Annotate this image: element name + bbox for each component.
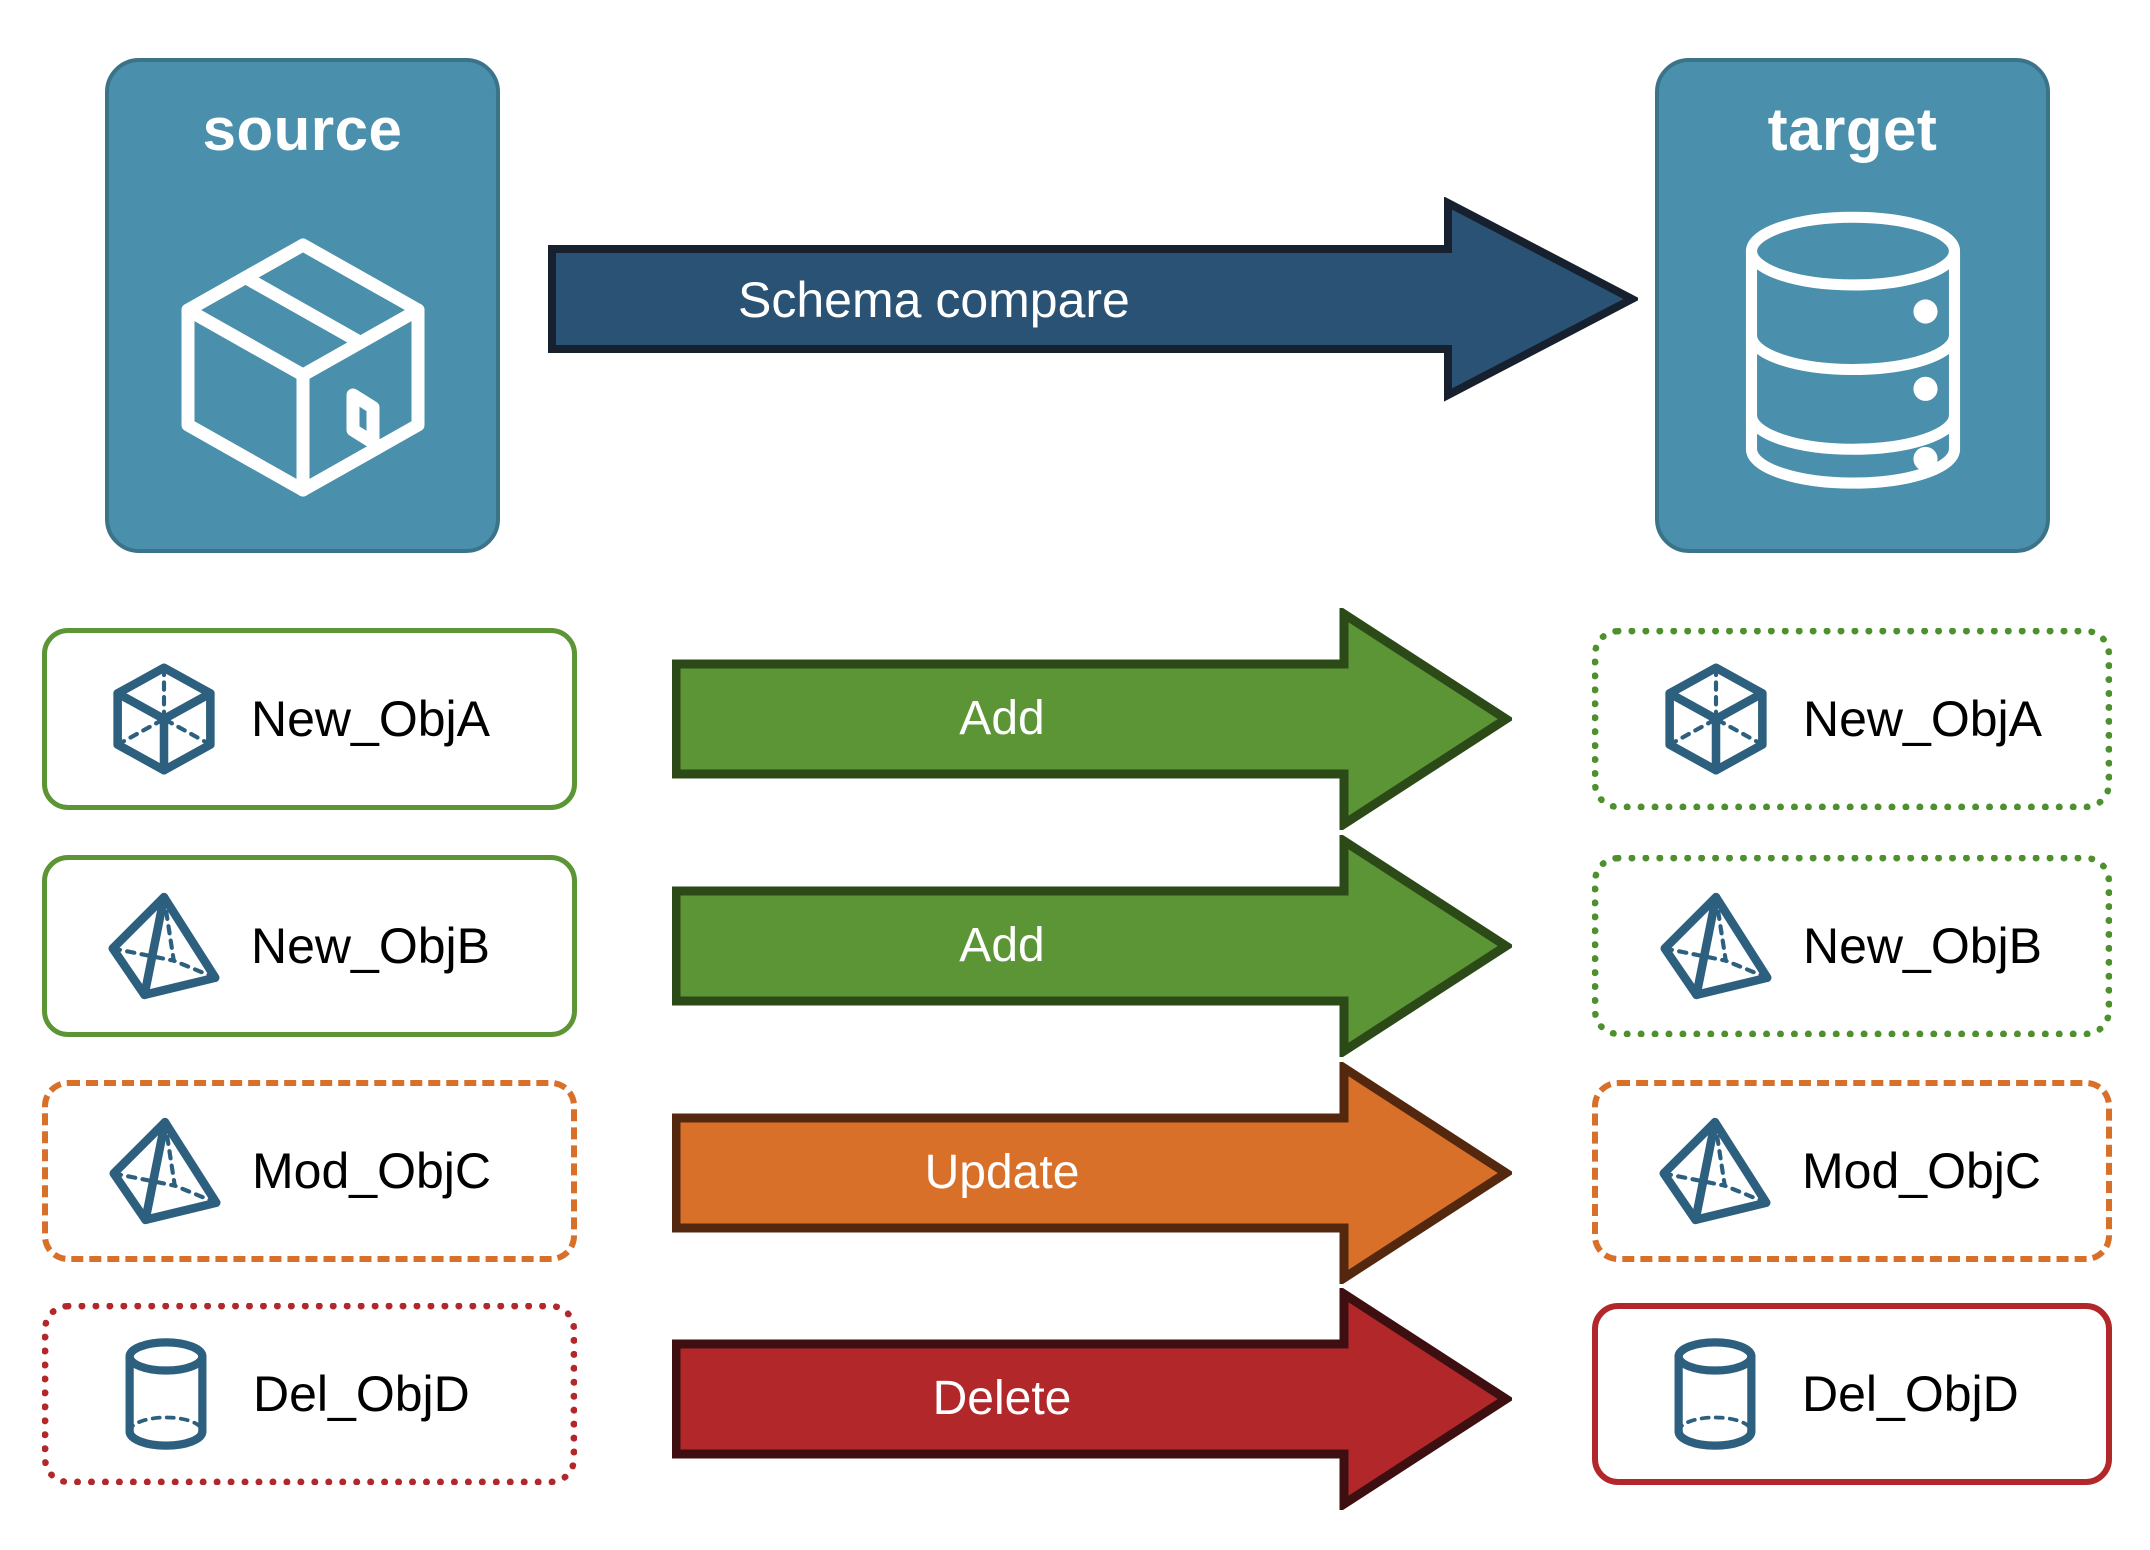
cube-wireframe-icon bbox=[1651, 658, 1781, 780]
target-object-label-1: New_ObjB bbox=[1803, 918, 2042, 974]
target-object-label-0: New_ObjA bbox=[1803, 691, 2042, 747]
endpoint-source[interactable]: source bbox=[105, 58, 500, 553]
source-object-card-2[interactable]: Mod_ObjC bbox=[42, 1080, 577, 1262]
endpoint-source-label: source bbox=[202, 96, 403, 163]
source-object-label-1: New_ObjB bbox=[251, 918, 490, 974]
target-object-card-2[interactable]: Mod_ObjC bbox=[1592, 1080, 2112, 1262]
package-box-icon bbox=[109, 160, 496, 549]
target-object-label-3: Del_ObjD bbox=[1802, 1366, 2019, 1422]
source-object-label-3: Del_ObjD bbox=[253, 1366, 470, 1422]
endpoint-target[interactable]: target bbox=[1655, 58, 2050, 553]
target-object-card-1[interactable]: New_ObjB bbox=[1592, 855, 2112, 1037]
database-cylinder-stack-icon bbox=[1659, 160, 2046, 549]
endpoint-target-label: target bbox=[1767, 96, 1938, 163]
source-object-card-0[interactable]: New_ObjA bbox=[42, 628, 577, 810]
source-object-label-0: New_ObjA bbox=[251, 691, 490, 747]
target-object-label-2: Mod_ObjC bbox=[1802, 1143, 2041, 1199]
pyramid-wireframe-icon bbox=[99, 885, 229, 1007]
source-object-label-2: Mod_ObjC bbox=[252, 1143, 491, 1199]
add-arrow-1[interactable]: Add bbox=[672, 835, 1512, 1057]
target-object-card-3[interactable]: Del_ObjD bbox=[1592, 1303, 2112, 1485]
pyramid-wireframe-icon bbox=[100, 1110, 230, 1232]
update-arrow-2[interactable]: Update bbox=[672, 1062, 1512, 1284]
source-object-card-1[interactable]: New_ObjB bbox=[42, 855, 577, 1037]
cylinder-wireframe-icon bbox=[1650, 1333, 1780, 1455]
pyramid-wireframe-icon bbox=[1651, 885, 1781, 1007]
target-object-card-0[interactable]: New_ObjA bbox=[1592, 628, 2112, 810]
cylinder-wireframe-icon bbox=[101, 1333, 231, 1455]
source-object-card-3[interactable]: Del_ObjD bbox=[42, 1303, 577, 1485]
delete-arrow-3[interactable]: Delete bbox=[672, 1288, 1512, 1510]
add-arrow-0[interactable]: Add bbox=[672, 608, 1512, 830]
cube-wireframe-icon bbox=[99, 658, 229, 780]
pyramid-wireframe-icon bbox=[1650, 1110, 1780, 1232]
schema-compare-arrow[interactable]: Schema compare bbox=[548, 197, 1638, 402]
